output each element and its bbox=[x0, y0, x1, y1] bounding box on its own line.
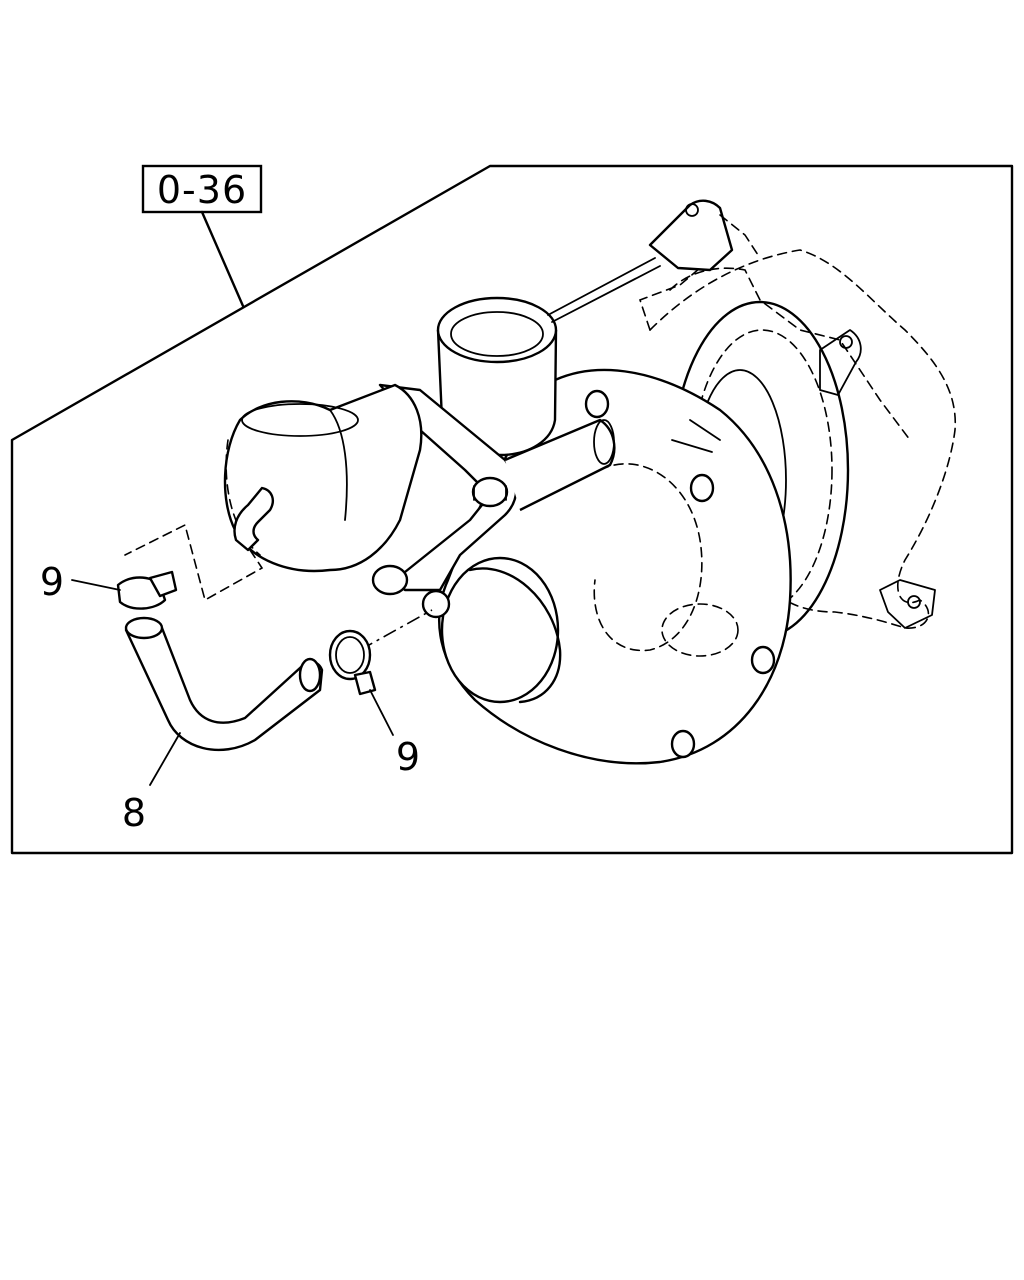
bracket-bolt-lower bbox=[371, 564, 409, 596]
leader-hose bbox=[149, 732, 181, 786]
hose-clamp-lower bbox=[328, 629, 377, 696]
assembly-centerline bbox=[359, 609, 433, 651]
callout-hose: 8 bbox=[122, 791, 146, 835]
hose-routing-line bbox=[124, 523, 264, 602]
leader-clamp-upper bbox=[71, 579, 121, 591]
wastegate-lever bbox=[648, 199, 734, 272]
compressor-outlet-mouth bbox=[436, 296, 558, 364]
flange-bolts bbox=[584, 389, 776, 759]
leader-clamp-lower bbox=[369, 689, 394, 736]
callout-clamp-lower: 9 bbox=[396, 735, 420, 779]
compressor-inlet bbox=[440, 556, 560, 704]
reference-box: 0-36 bbox=[141, 164, 263, 308]
panel-outline bbox=[10, 164, 1014, 855]
inlet-nipple bbox=[421, 589, 451, 619]
callout-clamp-upper: 9 bbox=[40, 560, 64, 604]
bracket-bolt-upper bbox=[471, 476, 509, 508]
hose bbox=[124, 621, 324, 752]
turbine-housing-outline bbox=[649, 249, 956, 629]
turbine-flange-lug bbox=[819, 329, 862, 396]
turbocharger-assembly bbox=[223, 199, 956, 765]
hose-clamp-upper bbox=[116, 570, 178, 610]
actuator-nipple bbox=[233, 486, 274, 552]
reference-label: 0-36 bbox=[157, 168, 247, 212]
wastegate-rod bbox=[547, 257, 656, 316]
